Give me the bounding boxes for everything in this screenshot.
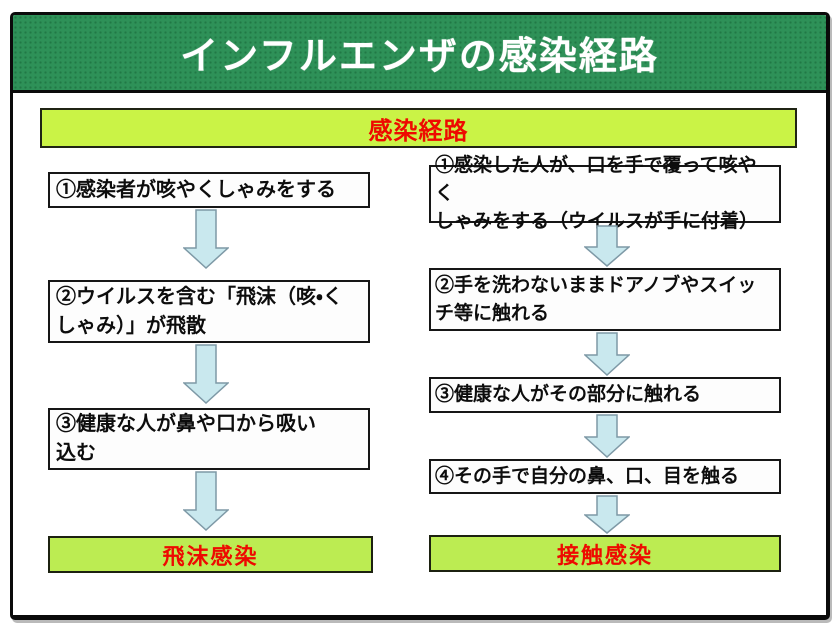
right-step-3-box: ③健康な人がその部分に触れる	[429, 377, 781, 413]
page-title: インフルエンザの感染経路	[180, 36, 659, 78]
right-step-1-box: ①感染した人が、口を手で覆って咳やく しゃみをする（ウイルスが手に付着）	[429, 155, 781, 232]
droplet-infection-result-label: 飛沫感染	[162, 543, 259, 569]
left-step-3-box: ③健康な人が鼻や口から吸い 込む	[48, 408, 370, 470]
down-arrow-icon	[183, 471, 229, 531]
infection-route-banner: 感染経路	[40, 108, 797, 148]
right-step-4-box: ④その手で自分の鼻、口、目を触る	[429, 459, 781, 494]
right-step-2-box: ②手を洗わないままドアノブやスイッ チ等に触れる	[429, 268, 781, 331]
contact-infection-result-box: 接触感染	[429, 535, 781, 572]
contact-infection-result-label: 接触感染	[556, 542, 653, 568]
down-arrow-icon	[584, 332, 630, 376]
left-step-2-box: ②ウイルスを含む「飛沫（咳・く しゃみ）」が飛散	[48, 280, 370, 343]
title-bar: インフルエンザの感染経路	[13, 15, 826, 93]
down-arrow-icon	[183, 344, 229, 404]
slide: インフルエンザの感染経路 感染経路 ①感染者が咳やくしゃみをする ②ウイルスを含…	[10, 12, 830, 620]
down-arrow-icon	[584, 495, 630, 534]
down-arrow-icon	[584, 414, 630, 458]
left-step-1-box: ①感染者が咳やくしゃみをする	[48, 172, 370, 208]
down-arrow-icon	[584, 225, 630, 267]
infection-route-banner-label: 感染経路	[368, 117, 469, 145]
down-arrow-icon	[183, 209, 229, 269]
droplet-infection-result-box: 飛沫感染	[48, 536, 373, 573]
